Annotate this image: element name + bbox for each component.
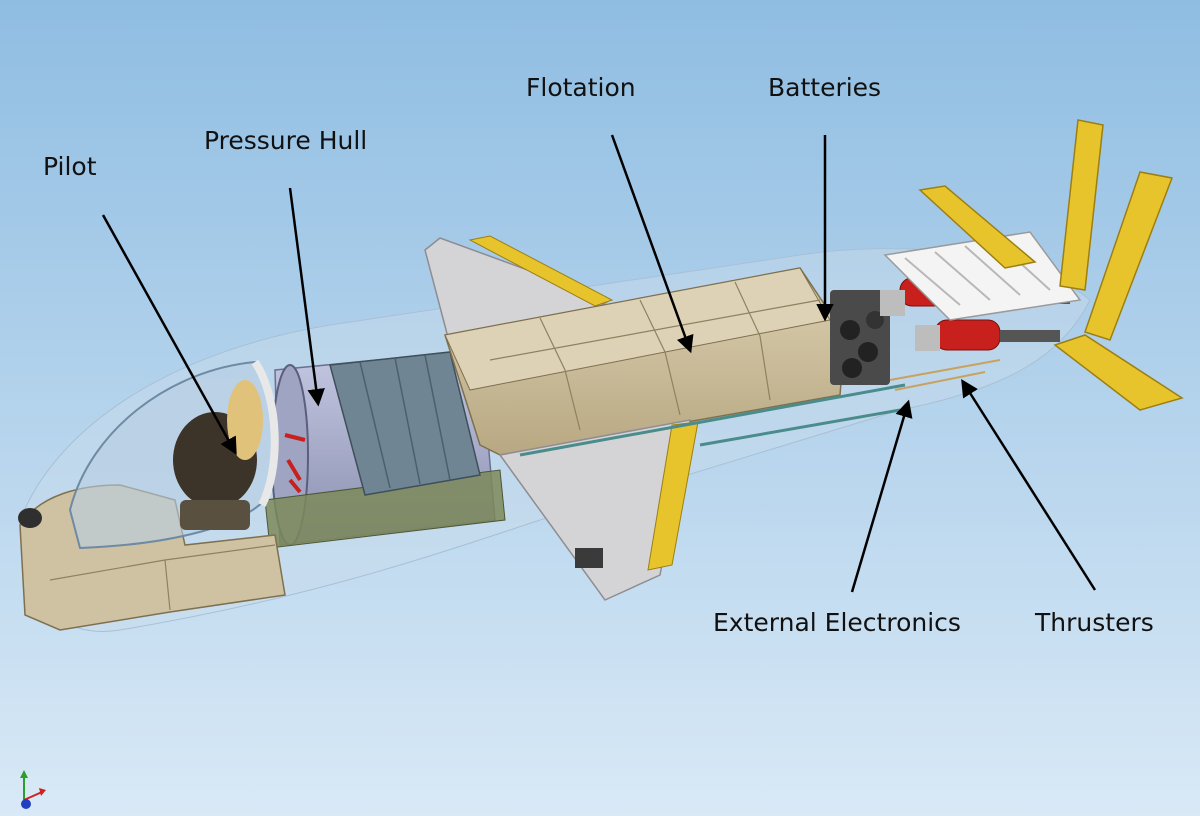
pilot-arrow (101, 214, 237, 456)
nose-frame-panels (49, 544, 276, 611)
lower-wing (498, 419, 691, 601)
external-electronics-arrow (850, 399, 913, 593)
pressure-hull-arrow (288, 187, 325, 407)
tail-fin-top (1059, 119, 1104, 291)
hull-red-fittings (284, 433, 306, 494)
electronics-housing (329, 351, 481, 496)
electronics-cabling (519, 383, 906, 457)
dome-frame (251, 359, 279, 507)
tail-fin-bottom (1053, 334, 1184, 411)
tail-fin-top-left (918, 185, 1037, 269)
label-pressure-hull: Pressure Hull (204, 126, 368, 155)
flotation-arrow (610, 134, 694, 354)
label-external-electronics: External Electronics (713, 608, 961, 637)
axis-triad-icon (20, 770, 46, 809)
label-pilot: Pilot (43, 152, 97, 181)
nose-light (18, 508, 42, 528)
label-flotation: Flotation (526, 73, 636, 102)
wing-fitting (575, 548, 603, 568)
tail-fin-right (1084, 171, 1174, 341)
label-batteries: Batteries (768, 73, 882, 102)
upper-left-wing-flap (468, 235, 614, 307)
electronics-housing-ribs (359, 354, 451, 489)
label-thrusters: Thrusters (1035, 608, 1154, 637)
thrusters-arrow (961, 379, 1097, 591)
flotation-seams (489, 281, 821, 431)
aft-machinery (830, 277, 1070, 391)
